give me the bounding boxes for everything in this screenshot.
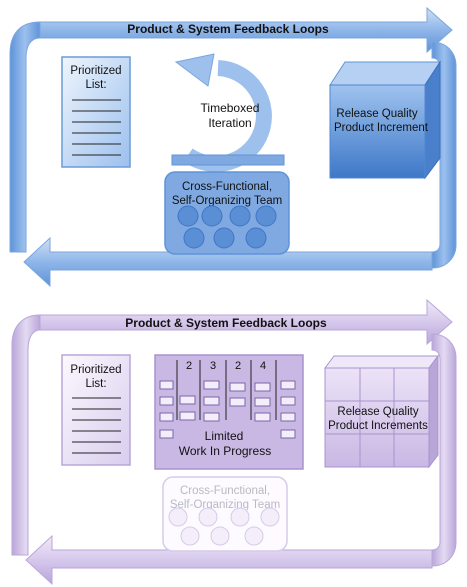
bottom-loop-left-arc: [11, 314, 41, 556]
bottom-list-lines: [72, 397, 121, 454]
top-release-cube: Release Quality Product Increment: [329, 60, 441, 180]
wip-cards: [159, 380, 296, 439]
bottom-loop-label: Product & System Feedback Loops: [125, 316, 327, 330]
top-team-label-line2: Self-Organizing Team: [172, 195, 282, 207]
bottom-loop-lower-arrow: [25, 534, 433, 586]
bottom-team-members: [168, 507, 280, 546]
bottom-feedback-loop: Product & System Feedback Loops: [11, 298, 457, 586]
iteration-base: [171, 154, 285, 166]
wip-limit-1: 2: [186, 360, 192, 372]
top-team-label-line1: Cross-Functional,: [182, 181, 272, 193]
bottom-team-box: Cross-Functional, Self-Organizing Team: [162, 476, 288, 552]
bottom-team-label-line1: Cross-Functional,: [180, 485, 270, 497]
top-release-label-line1: Release Quality: [336, 108, 417, 120]
iteration-label-line2: Iteration: [208, 116, 251, 130]
bottom-release-cubes: Release Quality Product Increments: [324, 354, 439, 469]
bottom-prioritized-list-title: Prioritized: [70, 364, 121, 376]
timeboxed-iteration: Timeboxed Iteration: [171, 53, 285, 172]
top-release-label-line2: Product Increment: [334, 122, 429, 134]
top-prioritized-list-subtitle: List:: [85, 79, 106, 91]
cube-grid-lines: [325, 368, 429, 467]
top-team-box: Cross-Functional, Self-Organizing Team: [164, 171, 290, 255]
wip-limit-4: 4: [260, 360, 266, 372]
wip-column-dividers: [176, 360, 277, 420]
top-loop-left-arc: [9, 21, 41, 253]
top-loop-upper-arrow: [39, 6, 453, 54]
bottom-prioritized-list-subtitle: List:: [85, 378, 106, 390]
bottom-team-label-line2: Self-Organizing Team: [170, 499, 280, 511]
wip-board: 2 3 2 4 Limited Work In Progress: [154, 354, 304, 470]
top-prioritized-list: Prioritized List:: [61, 56, 131, 168]
iteration-label-line1: Timeboxed: [201, 101, 260, 115]
top-loop-label: Product & System Feedback Loops: [127, 22, 329, 36]
bottom-release-label-line2: Product Increments: [328, 420, 428, 432]
iteration-arrow-head: [174, 53, 215, 87]
wip-label-line1: Limited: [205, 429, 244, 443]
wip-limit-3: 2: [235, 360, 241, 372]
top-list-lines: [72, 99, 121, 156]
bottom-prioritized-list: Prioritized List:: [61, 354, 131, 466]
top-prioritized-list-title: Prioritized: [70, 65, 121, 77]
top-team-members: [177, 205, 277, 249]
wip-label-line2: Work In Progress: [179, 444, 271, 458]
wip-limit-2: 3: [210, 360, 216, 372]
top-loop-lower-arrow: [23, 236, 433, 288]
bottom-loop-upper-arrow: [39, 298, 453, 346]
bottom-release-label-line1: Release Quality: [337, 406, 418, 418]
